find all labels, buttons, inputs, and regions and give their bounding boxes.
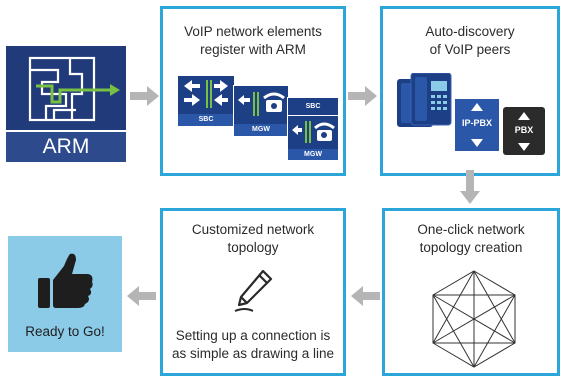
step-customized-title: Customized network topology <box>191 222 315 255</box>
step-customized-desc: Setting up a connection is as simple as … <box>171 328 335 361</box>
ready-to-go-label: Ready to Go! <box>25 324 105 339</box>
step-one-click-title: One-click network topology creation <box>417 222 525 255</box>
arm-label-bar: ARM <box>6 130 126 162</box>
sbc-label-1: SBC <box>178 114 234 126</box>
ready-to-go-block: Ready to Go! <box>8 236 122 352</box>
sbc-device-1: SBC <box>177 75 235 127</box>
step-customized-box: Customized network topology Setting up a… <box>160 208 346 376</box>
mgw-device-2: MGW <box>287 115 339 161</box>
up-down-arrows-icon <box>471 103 483 147</box>
ip-pbx-label: IP-PBX <box>461 118 492 128</box>
arm-label: ARM <box>42 135 90 158</box>
step-register-box: VoIP network elements register with ARM … <box>160 6 346 176</box>
sbc-arrows-icon <box>184 80 228 108</box>
mgw-label-1: MGW <box>234 124 288 136</box>
step-discovery-title: Auto-discovery of VoIP peers <box>425 24 515 57</box>
phone-icon <box>292 121 335 143</box>
mgw-device-1: MGW <box>233 85 289 137</box>
pbx-device: PBX <box>503 107 545 155</box>
ip-pbx-device: IP-PBX <box>455 99 499 151</box>
ip-phones-icon <box>397 73 452 127</box>
pencil-icon <box>234 269 273 312</box>
maze-icon <box>28 56 120 122</box>
sbc-label-2: SBC <box>305 103 321 110</box>
arm-logo: ARM <box>6 46 126 162</box>
arrow-left-icon <box>351 286 380 306</box>
step-register-title: VoIP network elements register with ARM <box>184 24 322 57</box>
arrow-right-icon <box>348 86 377 106</box>
phone-icon <box>238 92 285 116</box>
sbc-device-2: SBC <box>287 97 339 117</box>
topology-mesh-icon <box>432 270 516 368</box>
up-down-arrows-icon <box>518 112 530 151</box>
arrow-left-icon <box>127 286 156 306</box>
arrow-down-icon <box>460 170 480 204</box>
step-discovery-box: Auto-discovery of VoIP peers IP-PBX PBX <box>380 6 560 176</box>
thumbs-up-icon <box>38 253 93 308</box>
pbx-label: PBX <box>514 125 534 135</box>
mgw-label-2: MGW <box>288 149 338 160</box>
arrow-right-icon <box>130 86 159 106</box>
step-one-click-box: One-click network topology creation <box>382 208 560 376</box>
